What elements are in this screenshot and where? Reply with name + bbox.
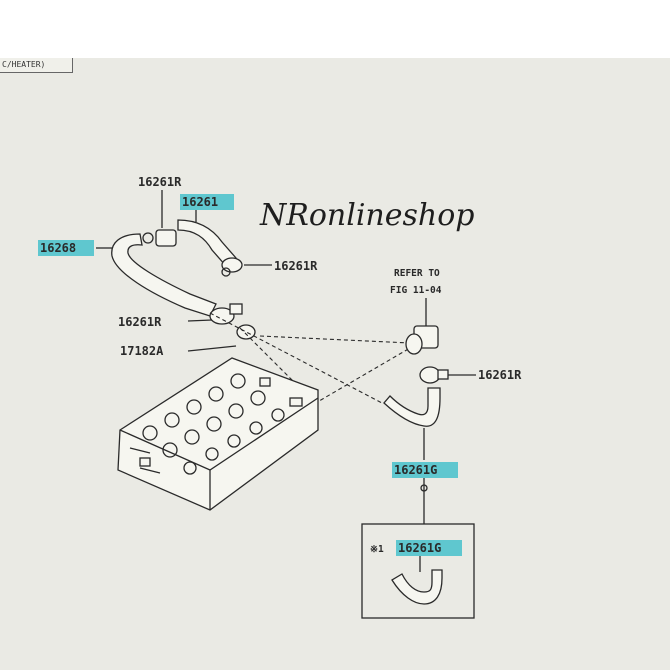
highlight-16261 xyxy=(180,194,234,210)
clamp-top-left xyxy=(142,232,154,244)
right-hose-assembly xyxy=(383,298,476,524)
clamp-right-mid-tab xyxy=(437,369,449,380)
inset-box xyxy=(361,523,475,619)
highlight-16268 xyxy=(38,240,94,256)
clamp-left-mid-tab xyxy=(229,303,243,315)
watermark-text: NRonlineshop xyxy=(259,198,474,233)
upper-leader-lines xyxy=(96,190,272,352)
label-16261r-left-mid: 16261R xyxy=(118,315,162,329)
label-inset-16261g: 16261G xyxy=(398,541,441,555)
refer-note-line2: FIG 11-04 xyxy=(390,285,442,296)
hose-16261g xyxy=(383,387,441,427)
sheet-tab-label: C/HEATER) xyxy=(0,58,73,73)
label-16261r-right-top: 16261R xyxy=(274,259,318,273)
label-16261r-right-mid: 16261R xyxy=(478,368,522,382)
label-16268: 16268 xyxy=(40,241,76,255)
engine-outline xyxy=(117,357,319,511)
label-16261: 16261 xyxy=(182,195,218,209)
refer-note-line1: REFER TO xyxy=(394,268,440,279)
highlight-inset-16261g xyxy=(396,540,462,556)
clamp-right-top xyxy=(221,257,243,273)
label-16261g: 16261G xyxy=(394,463,437,477)
cylinder-head-block xyxy=(117,357,319,511)
upper-hose-assembly xyxy=(111,219,256,340)
diagram-sheet: C/HEATER) NRonlineshop xyxy=(0,58,670,670)
clamp-right-mid xyxy=(419,366,441,384)
fitting-flange xyxy=(405,333,423,355)
engine-details xyxy=(129,373,303,475)
highlight-16261g xyxy=(392,462,458,478)
inset-hose xyxy=(391,569,443,605)
part-17182-ring xyxy=(236,324,256,340)
clamp-screw-right-top xyxy=(221,267,231,277)
label-inset-marker: ※1 xyxy=(370,544,384,555)
clamp-left-mid xyxy=(209,307,235,325)
label-16261r-top: 16261R xyxy=(138,175,182,189)
parts-diagram: NRonlineshop xyxy=(38,175,522,619)
label-17182a: 17182A xyxy=(120,344,164,358)
connector-top xyxy=(155,229,177,247)
